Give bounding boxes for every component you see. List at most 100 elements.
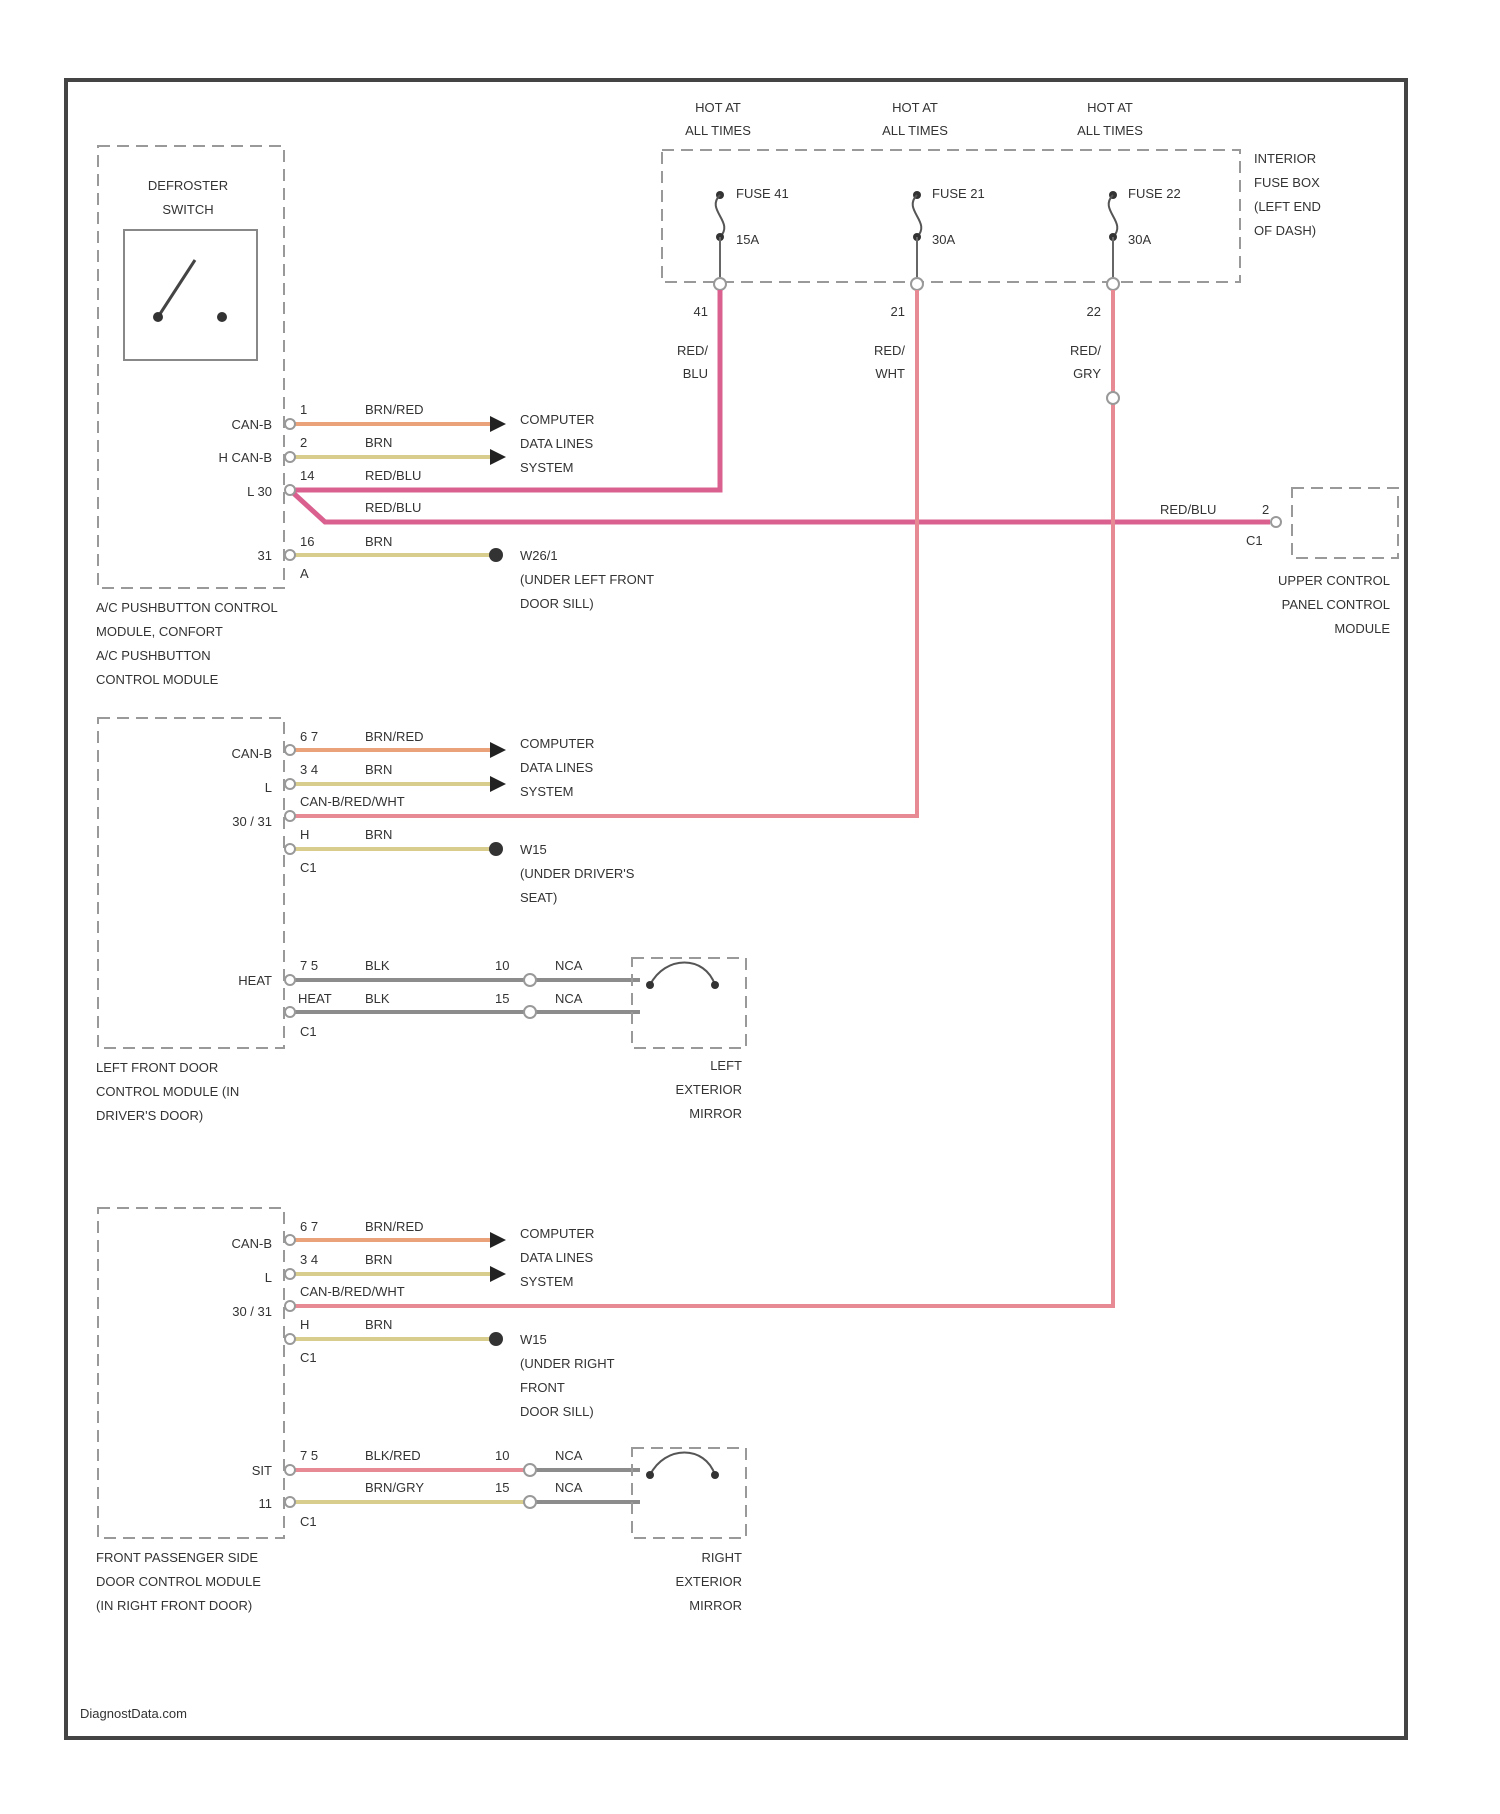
- module3-outline: [98, 1208, 284, 1538]
- left-mirror-outline: [632, 958, 746, 1048]
- m2-heat-wire-0: BLK: [365, 958, 390, 973]
- module2-outline: [98, 718, 284, 1048]
- m2-heat-conn: C1: [300, 1024, 317, 1039]
- m3-ground-dest: W15 (UNDER RIGHT FRONT DOOR SILL): [520, 1332, 615, 1419]
- defroster-switch: [124, 230, 257, 360]
- fuse-22-terminal: [1107, 278, 1119, 290]
- m3-heat-conn: C1: [300, 1514, 317, 1529]
- svg-text:ALL TIMES: ALL TIMES: [685, 123, 751, 138]
- m3-heat-wire-1: BRN/GRY: [365, 1480, 424, 1495]
- svg-text:DRIVER'S DOOR): DRIVER'S DOOR): [96, 1108, 203, 1123]
- fuse-41-terminal: [714, 278, 726, 290]
- m1-ground-dest: W26/1 (UNDER LEFT FRONT DOOR SILL): [520, 548, 654, 611]
- svg-text:SYSTEM: SYSTEM: [520, 784, 573, 799]
- svg-text:CONTROL MODULE (IN: CONTROL MODULE (IN: [96, 1084, 239, 1099]
- m2-heat-nca-0: NCA: [555, 958, 583, 973]
- m2-heat-nca-1: NCA: [555, 991, 583, 1006]
- m3-heat-label-1: 11: [259, 1496, 273, 1511]
- right-mirror-heater-icon: [650, 1453, 715, 1476]
- svg-text:DOOR SILL): DOOR SILL): [520, 596, 594, 611]
- m2-ground-point: [489, 842, 503, 856]
- svg-text:DOOR CONTROL MODULE: DOOR CONTROL MODULE: [96, 1574, 261, 1589]
- upper-module-wire: RED/BLU: [1160, 502, 1216, 517]
- fuse-box-label-4: OF DASH): [1254, 223, 1316, 238]
- m3-wire-3: BRN: [365, 1317, 392, 1332]
- m1-arrow-1: [490, 449, 506, 465]
- m2-pin-3: H: [300, 827, 309, 842]
- m3-wire-1: BRN: [365, 1252, 392, 1267]
- m1-label-4: 31: [258, 548, 272, 563]
- right-mirror-name: RIGHT EXTERIOR MIRROR: [676, 1550, 743, 1613]
- m3-arrow-0: [490, 1232, 506, 1248]
- fuse-box-label-2: FUSE BOX: [1254, 175, 1320, 190]
- svg-text:SEAT): SEAT): [520, 890, 557, 905]
- m1-ground-point: [489, 548, 503, 562]
- svg-text:LEFT FRONT DOOR: LEFT FRONT DOOR: [96, 1060, 218, 1075]
- m2-pin-1: 3 4: [300, 762, 318, 777]
- m1-wire-1: BRN: [365, 435, 392, 450]
- fuse-22-term-num: 22: [1087, 304, 1101, 319]
- svg-text:MODULE, CONFORT: MODULE, CONFORT: [96, 624, 223, 639]
- svg-text:HOT AT: HOT AT: [892, 100, 938, 115]
- svg-text:COMPUTER: COMPUTER: [520, 1226, 594, 1241]
- m3-wire-0: BRN/RED: [365, 1219, 424, 1234]
- m2-data-dest: COMPUTER DATA LINES SYSTEM: [520, 736, 594, 799]
- module3-name: FRONT PASSENGER SIDE DOOR CONTROL MODULE…: [96, 1550, 261, 1613]
- defroster-label-1: DEFROSTER: [148, 178, 228, 193]
- m2-heat-wire-1: BLK: [365, 991, 390, 1006]
- svg-text:ALL TIMES: ALL TIMES: [882, 123, 948, 138]
- svg-text:LEFT: LEFT: [710, 1058, 742, 1073]
- svg-text:FRONT: FRONT: [520, 1380, 565, 1395]
- m2-heat-conn-0: 10: [495, 958, 509, 973]
- left-mirror-heater-icon: [650, 963, 715, 986]
- svg-text:CONTROL MODULE: CONTROL MODULE: [96, 672, 219, 687]
- m3-pin-0: 6 7: [300, 1219, 318, 1234]
- fuse-21-name: FUSE 21: [932, 186, 985, 201]
- fuse-box-label-1: INTERIOR: [1254, 151, 1316, 166]
- m3-wire-fuse22: [290, 290, 1113, 1306]
- m3-wire-2: CAN-B/RED/WHT: [300, 1284, 405, 1299]
- hot-label-1: HOT AT ALL TIMES: [685, 100, 751, 138]
- svg-text:SYSTEM: SYSTEM: [520, 460, 573, 475]
- m1-pin-0: 1: [300, 402, 307, 417]
- fuse-box-label-3: (LEFT END: [1254, 199, 1321, 214]
- svg-text:WHT: WHT: [875, 366, 905, 381]
- m2-wire-1: BRN: [365, 762, 392, 777]
- m1-wire-fuse41: [290, 290, 720, 490]
- svg-text:MIRROR: MIRROR: [689, 1598, 742, 1613]
- m3-heat-conn-1: 15: [495, 1480, 509, 1495]
- m3-label-2: 30 / 31: [232, 1304, 272, 1319]
- upper-module-conn: C1: [1246, 533, 1263, 548]
- m1-wire-upper-module: [290, 490, 1270, 522]
- diagram-frame: [66, 80, 1406, 1738]
- svg-text:RED/: RED/: [874, 343, 905, 358]
- svg-text:RIGHT: RIGHT: [702, 1550, 743, 1565]
- hot-label-3: HOT AT ALL TIMES: [1077, 100, 1143, 138]
- m2-heat-label-0: HEAT: [238, 973, 272, 988]
- footer-watermark: DiagnostData.com: [80, 1706, 187, 1721]
- m2-wire-2: CAN-B/RED/WHT: [300, 794, 405, 809]
- fuse-21-term-num: 21: [891, 304, 905, 319]
- fuse-22: FUSE 22 30A: [1109, 186, 1181, 282]
- fuse-22-rating: 30A: [1128, 232, 1151, 247]
- m2-ground-dest: W15 (UNDER DRIVER'S SEAT): [520, 842, 635, 905]
- svg-text:FRONT PASSENGER SIDE: FRONT PASSENGER SIDE: [96, 1550, 258, 1565]
- svg-text:(UNDER DRIVER'S: (UNDER DRIVER'S: [520, 866, 635, 881]
- svg-text:COMPUTER: COMPUTER: [520, 412, 594, 427]
- m1-pin-5: A: [300, 566, 309, 581]
- svg-text:SYSTEM: SYSTEM: [520, 1274, 573, 1289]
- m3-heat-wire-0: BLK/RED: [365, 1448, 421, 1463]
- m2-arrow-0: [490, 742, 506, 758]
- left-mirror-name: LEFT EXTERIOR MIRROR: [676, 1058, 743, 1121]
- svg-text:DATA LINES: DATA LINES: [520, 436, 594, 451]
- m2-label-2: 30 / 31: [232, 814, 272, 829]
- m1-data-dest: COMPUTER DATA LINES SYSTEM: [520, 412, 594, 475]
- hot-label-2: HOT AT ALL TIMES: [882, 100, 948, 138]
- svg-text:(IN RIGHT FRONT DOOR): (IN RIGHT FRONT DOOR): [96, 1598, 252, 1613]
- m2-label-0: CAN-B: [232, 746, 272, 761]
- m2-label-1: L: [265, 780, 272, 795]
- svg-text:PANEL CONTROL: PANEL CONTROL: [1282, 597, 1390, 612]
- right-mirror-outline: [632, 1448, 746, 1538]
- m2-heat-label-1: HEAT: [298, 991, 332, 1006]
- svg-text:RED/: RED/: [1070, 343, 1101, 358]
